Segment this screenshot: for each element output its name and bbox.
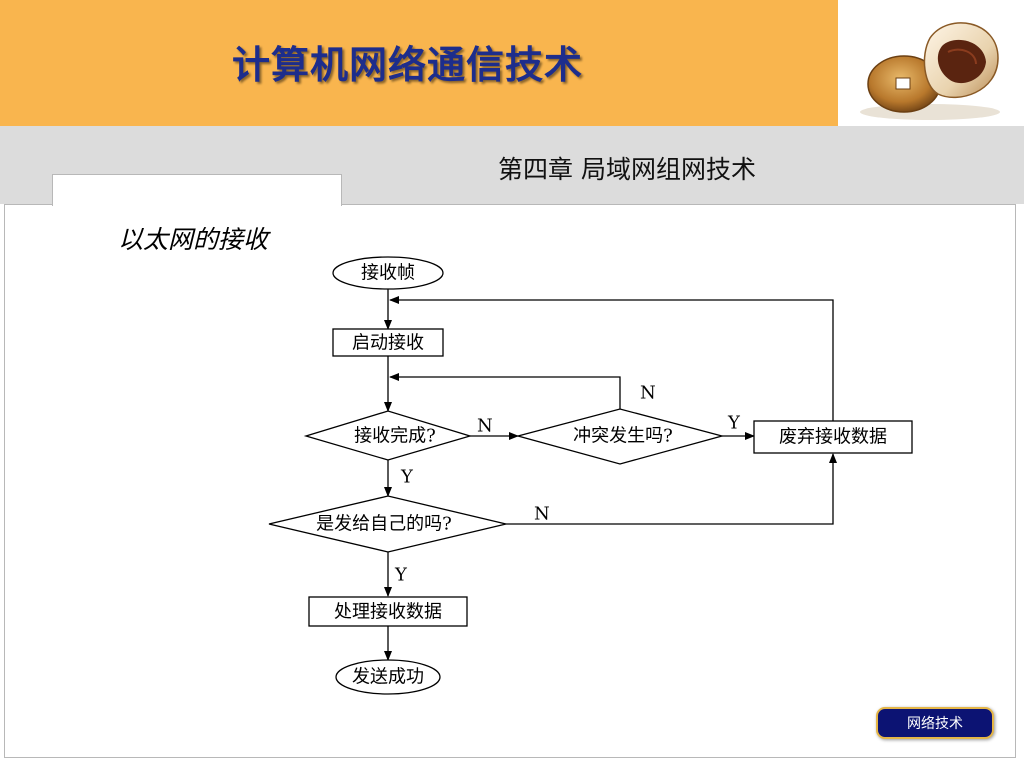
content-panel (4, 204, 1016, 758)
course-title: 计算机网络通信技术 (232, 43, 584, 87)
label-self-no: N (534, 504, 550, 525)
node-success-shape (335, 659, 441, 695)
node-for-self-shape (268, 495, 507, 553)
edge-collision-no-loop (389, 373, 621, 409)
node-start-receive-label: 启动接收 (352, 333, 424, 354)
label-complete-no: N (477, 416, 493, 437)
section-title: 以太网的接收 (118, 225, 269, 254)
node-success-label: 发送成功 (352, 667, 424, 688)
node-process-shape (308, 596, 468, 627)
footer-badge: 网络技术 (876, 707, 994, 739)
label-collision-no: N (640, 383, 656, 404)
node-collision-shape (515, 408, 725, 465)
node-for-self-label: 是发给自己的吗? (316, 514, 452, 535)
chapter-title: 第四章 局域网组网技术 (498, 155, 756, 184)
logo-area (838, 0, 1024, 126)
node-collision-label: 冲突发生吗? (573, 426, 673, 447)
node-start-label: 接收帧 (361, 263, 415, 284)
label-complete-yes: Y (400, 467, 414, 488)
label-collision-yes: Y (727, 413, 741, 434)
edge-discard-loop (389, 296, 834, 421)
node-start-shape (332, 256, 444, 290)
edge-self-no (506, 453, 837, 525)
node-receive-complete-label: 接收完成? (354, 426, 436, 447)
node-start-receive-shape (332, 328, 444, 357)
node-discard-label: 废弃接收数据 (779, 427, 887, 448)
node-process-label: 处理接收数据 (334, 602, 442, 623)
label-self-yes: Y (394, 565, 408, 586)
header-bar (0, 0, 838, 126)
node-discard-shape (753, 420, 913, 454)
node-receive-complete-shape (303, 410, 473, 461)
tab-shape (52, 174, 342, 206)
coin-and-shell-icon (860, 22, 1000, 120)
